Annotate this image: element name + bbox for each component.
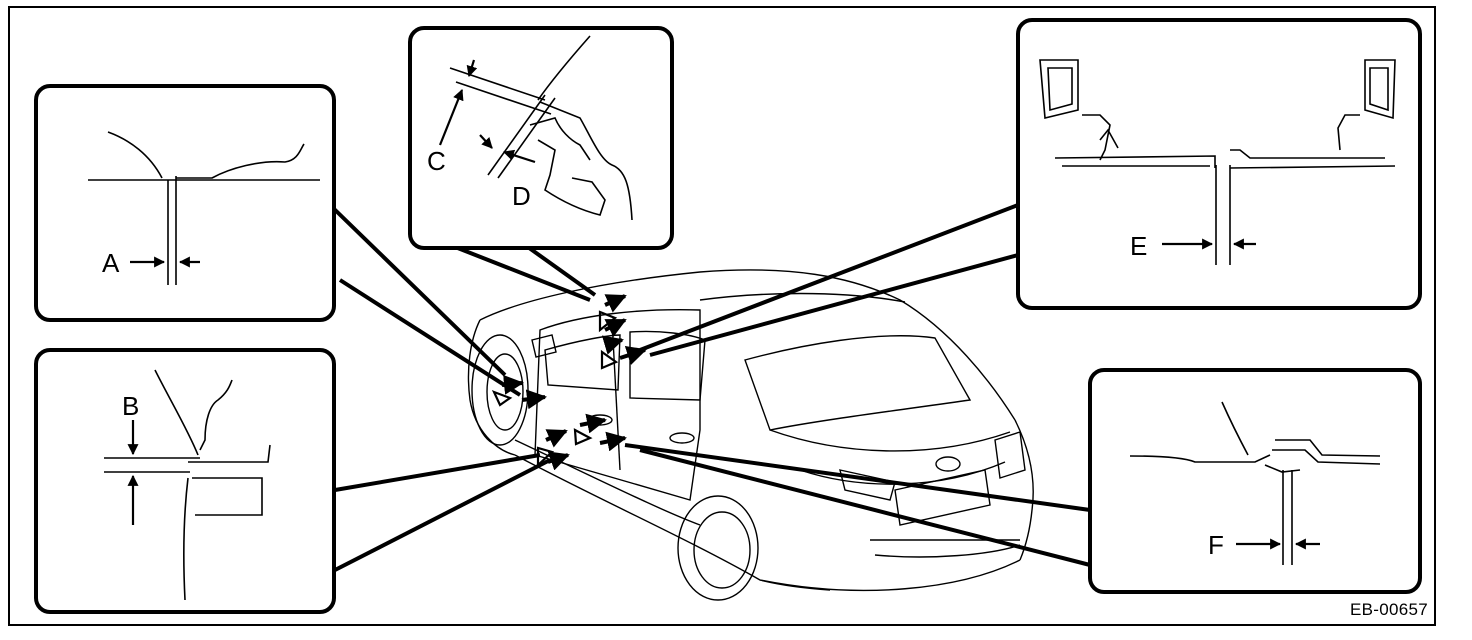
detail-box-a: A	[34, 84, 336, 322]
car-illustration	[467, 269, 1034, 601]
label-a: A	[102, 248, 120, 278]
detail-box-e: E	[1016, 18, 1422, 310]
section-markers	[491, 294, 647, 471]
label-d: D	[512, 181, 531, 211]
figure-frame	[8, 6, 1436, 626]
label-c: C	[427, 146, 446, 176]
leader-lines	[328, 203, 1091, 572]
detail-box-f: F	[1088, 368, 1422, 594]
detail-box-cd: C D	[408, 26, 674, 250]
detail-box-b: B	[34, 348, 336, 614]
label-f: F	[1208, 530, 1224, 560]
label-b: B	[122, 391, 139, 421]
label-e: E	[1130, 231, 1147, 261]
figure-code: EB-00657	[1349, 600, 1428, 619]
